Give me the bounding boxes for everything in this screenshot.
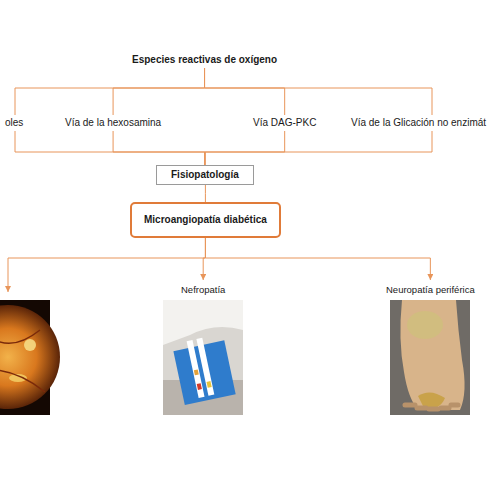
source-label: Especies reactivas de oxígeno — [129, 52, 280, 68]
pathway-label: oles — [2, 115, 26, 131]
node-text: Especies reactivas de oxígeno — [132, 54, 277, 66]
process-box: Fisiopatología — [156, 165, 254, 185]
pathway-label: Vía de la hexosamina — [62, 115, 164, 131]
connector-line — [205, 131, 285, 165]
process-box: Microangiopatía diabética — [130, 202, 281, 238]
foot-photo — [390, 300, 470, 415]
leader-line — [8, 258, 205, 292]
retina-photo — [0, 300, 60, 415]
connector-line — [15, 68, 205, 115]
connector-line — [205, 131, 432, 165]
node-text: Vía de la Glicación no enzimát — [351, 117, 486, 129]
connector-line — [15, 131, 205, 165]
connector-line — [113, 68, 204, 115]
connector-line — [205, 238, 430, 280]
pathway-label: Vía DAG-PKC — [250, 115, 319, 131]
node-text: Nefropatía — [181, 284, 225, 295]
node-text: oles — [5, 117, 23, 129]
outcome-label: Neuropatía periférica — [383, 280, 478, 297]
outcome-label: Nefropatía — [178, 280, 228, 297]
kidney-test-photo — [163, 300, 243, 415]
node-text: Fisiopatología — [171, 169, 239, 181]
pathway-label: Vía de la Glicación no enzimát — [348, 115, 489, 131]
connector-line — [205, 185, 206, 202]
connector-line — [205, 68, 432, 115]
node-text: Vía de la hexosamina — [65, 117, 161, 129]
connector-line — [205, 68, 285, 115]
connector-line — [113, 131, 205, 165]
node-text: Vía DAG-PKC — [253, 117, 316, 129]
node-text: Microangiopatía diabética — [144, 214, 267, 226]
node-text: Neuropatía periférica — [386, 284, 475, 295]
